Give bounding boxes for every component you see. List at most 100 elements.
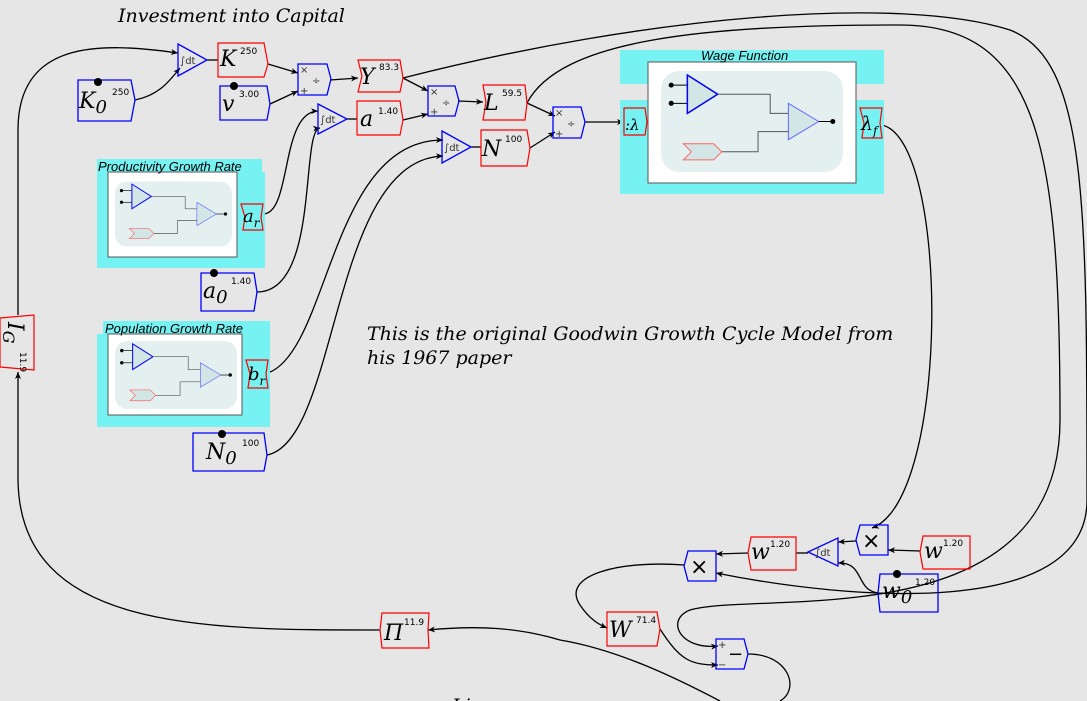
port-ar[interactable] bbox=[240, 203, 264, 231]
subtract-op[interactable]: +−− bbox=[715, 638, 749, 671]
wire-l-to-minus[interactable] bbox=[526, 24, 1061, 650]
param-n0[interactable]: N0 100 bbox=[192, 430, 268, 472]
port-ar-label: ar bbox=[243, 206, 261, 230]
label: I bbox=[2, 321, 27, 332]
value: 3.00 bbox=[239, 90, 259, 100]
label: v bbox=[222, 92, 235, 117]
wire-k-to-div1[interactable] bbox=[267, 63, 299, 74]
wire-minus-out[interactable] bbox=[747, 653, 791, 701]
wire-div2-to-l[interactable] bbox=[457, 98, 484, 105]
label: G bbox=[0, 331, 18, 344]
label: 0 bbox=[95, 97, 106, 118]
wire-y-to-mul1[interactable] bbox=[402, 12, 1087, 595]
value: 11.9 bbox=[404, 618, 424, 628]
integrator-w[interactable]: ∫dt bbox=[806, 536, 839, 568]
wire-to-pi-source[interactable] bbox=[559, 639, 721, 701]
value: 250 bbox=[112, 88, 129, 98]
label: λ bbox=[860, 113, 873, 135]
wire-bigw-to-minus[interactable] bbox=[659, 628, 719, 668]
multiply-icon: × bbox=[555, 108, 563, 119]
wire-mul2-to-int4[interactable] bbox=[837, 538, 857, 545]
wire-k0-to-int1[interactable] bbox=[134, 67, 181, 101]
group-productivity-growth-rate[interactable]: Productivity Growth Rate ar bbox=[97, 159, 265, 268]
note-line-2: his 1967 paper bbox=[367, 347, 513, 369]
wire-ig-to-int1[interactable] bbox=[17, 47, 179, 315]
integrator-a[interactable]: ∫dt bbox=[317, 102, 349, 136]
multiply-op-w-dot[interactable]: × bbox=[855, 524, 889, 556]
divide-op-l[interactable]: ×÷+ bbox=[427, 85, 460, 118]
value: 59.5 bbox=[502, 89, 522, 99]
divide-op-lambda[interactable]: ×÷+ bbox=[552, 106, 586, 140]
wire-div1-to-y[interactable] bbox=[329, 75, 359, 82]
divide-op-y[interactable]: × ÷ + bbox=[297, 63, 332, 97]
group-population-growth-rate[interactable]: Population Growth Rate br bbox=[97, 321, 270, 427]
wire-w0-to-int4[interactable] bbox=[837, 559, 879, 594]
label: r bbox=[254, 216, 261, 230]
label: N bbox=[481, 137, 502, 162]
wire-l-to-div3[interactable] bbox=[526, 102, 556, 117]
value: 100 bbox=[505, 135, 522, 145]
integral-icon: ∫dt bbox=[320, 115, 336, 126]
minus-icon: − bbox=[728, 644, 743, 665]
label: w bbox=[751, 540, 770, 565]
wire-br-to-int3[interactable] bbox=[267, 137, 444, 374]
label: a bbox=[243, 206, 254, 227]
wire-to-pi[interactable] bbox=[427, 626, 561, 641]
wire-mul1-to-bigw[interactable] bbox=[575, 563, 685, 629]
group-title: Population Growth Rate bbox=[105, 321, 243, 336]
port-br[interactable] bbox=[245, 359, 269, 389]
port-br-label: br bbox=[248, 364, 267, 388]
label: 0 bbox=[901, 587, 912, 608]
group-wage-function[interactable]: Wage Function :λ λf bbox=[620, 48, 884, 194]
wire-y-to-div2[interactable] bbox=[402, 77, 429, 92]
integrator-n[interactable]: ∫dt bbox=[441, 129, 473, 165]
label: K bbox=[219, 47, 238, 72]
multiply-icon: × bbox=[300, 65, 308, 76]
multiply-op-bigw[interactable]: × bbox=[683, 550, 717, 582]
wire-a0-to-int2[interactable] bbox=[256, 125, 321, 293]
param-w0[interactable]: w01.20 bbox=[877, 570, 939, 613]
integrator-k[interactable]: ∫dt bbox=[177, 42, 209, 78]
port-lambda-in[interactable] bbox=[623, 107, 648, 136]
group-title: Productivity Growth Rate bbox=[98, 159, 242, 174]
wire-pi-to-ig[interactable] bbox=[15, 372, 381, 631]
wire-lambdaf-to-mul2[interactable] bbox=[871, 124, 933, 529]
wire-w-to-mul1[interactable] bbox=[715, 550, 749, 557]
partial-label: Li bbox=[451, 695, 471, 701]
value: 1.20 bbox=[770, 540, 790, 550]
plus-icon: + bbox=[300, 86, 308, 97]
label: Y bbox=[360, 65, 377, 90]
label: a bbox=[203, 279, 216, 304]
value: 1.20 bbox=[915, 578, 935, 588]
divide-icon: ÷ bbox=[312, 76, 320, 87]
svg-text:N0: N0 bbox=[205, 440, 237, 469]
port-lambda-f[interactable] bbox=[859, 107, 883, 139]
param-a0[interactable]: a01.40 bbox=[200, 269, 258, 312]
label: w bbox=[882, 579, 901, 604]
label: Π bbox=[383, 621, 404, 646]
wire-n-to-div3[interactable] bbox=[529, 131, 556, 149]
param-v[interactable]: v 3.00 bbox=[219, 82, 271, 121]
wire-w-to-mul2[interactable] bbox=[887, 547, 921, 554]
wire-ar-to-int2[interactable] bbox=[262, 108, 319, 215]
label: L bbox=[483, 91, 499, 116]
divide-icon: ÷ bbox=[442, 98, 450, 109]
value: 100 bbox=[242, 439, 259, 449]
integral-icon: ∫dt bbox=[815, 548, 831, 559]
wire-n0-to-int3[interactable] bbox=[266, 153, 444, 456]
wire-v-to-div1[interactable] bbox=[269, 90, 299, 105]
label: f bbox=[872, 124, 880, 138]
wire-a-to-div2[interactable] bbox=[402, 112, 429, 121]
